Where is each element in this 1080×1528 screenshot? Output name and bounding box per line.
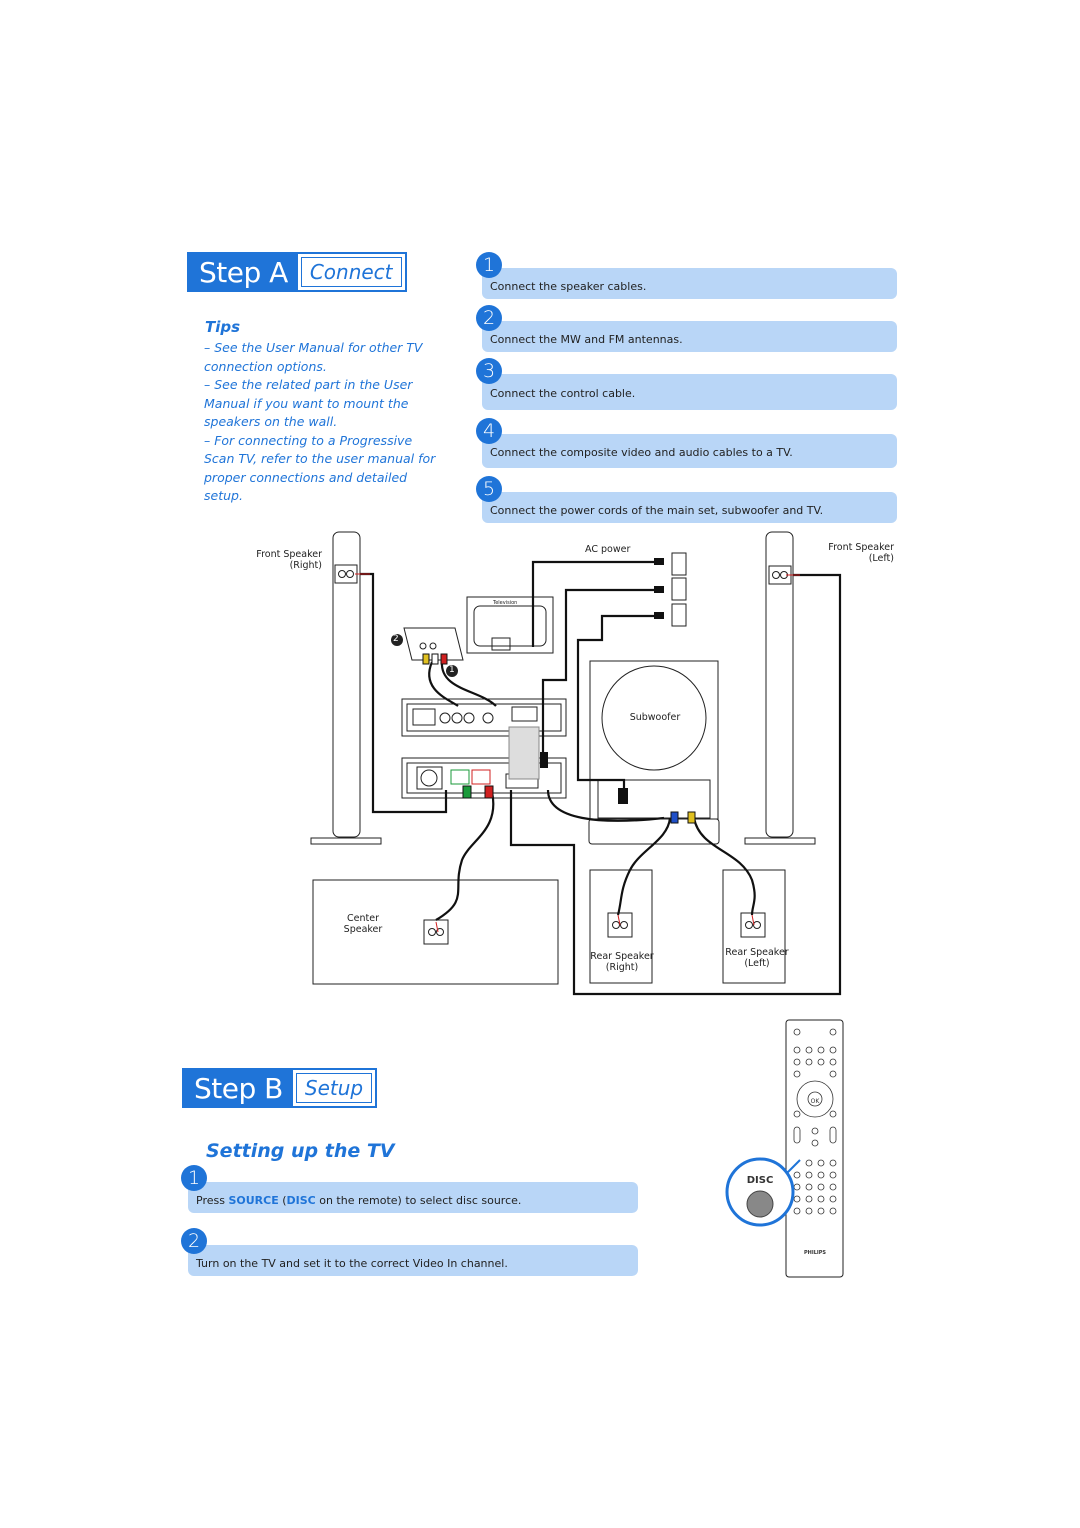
step-text: Connect the control cable. xyxy=(490,387,636,400)
remote-disc-text: DISC xyxy=(747,1175,774,1186)
step-number: 2 xyxy=(181,1228,207,1254)
step-text: Connect the power cords of the main set,… xyxy=(490,504,824,517)
center-speaker-label: Center Speaker xyxy=(343,913,383,935)
front-right-label: Front Speaker (Right) xyxy=(256,549,322,571)
power-outlets xyxy=(671,552,687,627)
disc-key: DISC xyxy=(286,1194,316,1207)
step-box-3: Connect the control cable. xyxy=(482,374,897,410)
step-a-label: Step A xyxy=(189,254,298,290)
subwoofer-unit xyxy=(588,660,720,845)
step-a-sub: Connect xyxy=(300,257,402,287)
step-b-label: Step B xyxy=(184,1070,293,1106)
rear-right-label: Rear Speaker (Right) xyxy=(590,951,654,973)
tip-item: – See the User Manual for other TV conne… xyxy=(204,340,423,374)
remote-control: OK DISC PHILIPS xyxy=(725,1019,844,1278)
television-unit xyxy=(403,596,554,661)
tip-item: – See the related part in the User Manua… xyxy=(204,377,413,429)
remote-brand: PHILIPS xyxy=(804,1250,826,1256)
step-text: Connect the MW and FM antennas. xyxy=(490,333,683,346)
step-number: 3 xyxy=(476,358,502,384)
step-box-2: Connect the MW and FM antennas. xyxy=(482,321,897,352)
step-number: 2 xyxy=(476,305,502,331)
front-left-speaker xyxy=(744,531,816,845)
step-box-4: Connect the composite video and audio ca… xyxy=(482,434,897,468)
setup-step-box-1: Press SOURCE (DISC on the remote) to sel… xyxy=(188,1182,638,1213)
setup-step-text: Press SOURCE (DISC on the remote) to sel… xyxy=(196,1194,521,1207)
step-box-5: Connect the power cords of the main set,… xyxy=(482,492,897,523)
text-pre: Press xyxy=(196,1194,229,1207)
setup-step-box-2: Turn on the TV and set it to the correct… xyxy=(188,1245,638,1276)
step-box-1: Connect the speaker cables. xyxy=(482,268,897,299)
tips-title: Tips xyxy=(205,318,241,336)
step-text: Connect the speaker cables. xyxy=(490,280,647,293)
ac-power-label: AC power xyxy=(585,544,631,555)
step-number: 1 xyxy=(181,1165,207,1191)
step-number: 4 xyxy=(476,418,502,444)
tip-item: – For connecting to a Progressive Scan T… xyxy=(204,432,436,504)
step-b-sub: Setup xyxy=(295,1073,373,1103)
rear-right-speaker-unit xyxy=(589,869,653,984)
connection-diagram xyxy=(310,531,842,996)
text-post: on the remote) to select disc source. xyxy=(315,1194,522,1207)
callout-1: 1 xyxy=(449,665,455,675)
text-mid: ( xyxy=(278,1194,287,1207)
step-b-header: Step B Setup xyxy=(182,1068,378,1108)
setting-title: Setting up the TV xyxy=(206,1140,395,1162)
step-number: 1 xyxy=(476,252,502,278)
subwoofer-label: Subwoofer xyxy=(629,712,681,723)
step-a-header: Step A Connect xyxy=(187,252,407,292)
callout-2-marker xyxy=(391,634,403,646)
callout-1-marker xyxy=(446,665,458,677)
remote-ok-text: OK xyxy=(811,1098,821,1105)
setup-step-text: Turn on the TV and set it to the correct… xyxy=(196,1257,508,1270)
rear-left-label: Rear Speaker (Left) xyxy=(725,947,789,969)
source-key: SOURCE xyxy=(228,1194,279,1207)
step-text: Connect the composite video and audio ca… xyxy=(490,446,793,459)
center-speaker-unit xyxy=(312,879,559,985)
front-left-label: Front Speaker (Left) xyxy=(828,542,894,564)
step-number: 5 xyxy=(476,476,502,502)
front-right-speaker xyxy=(310,531,382,845)
main-unit-top xyxy=(401,698,567,737)
callout-2: 2 xyxy=(393,634,399,644)
tips-list: – See the User Manual for other TV conne… xyxy=(204,339,436,506)
television-label: Television xyxy=(493,600,518,606)
